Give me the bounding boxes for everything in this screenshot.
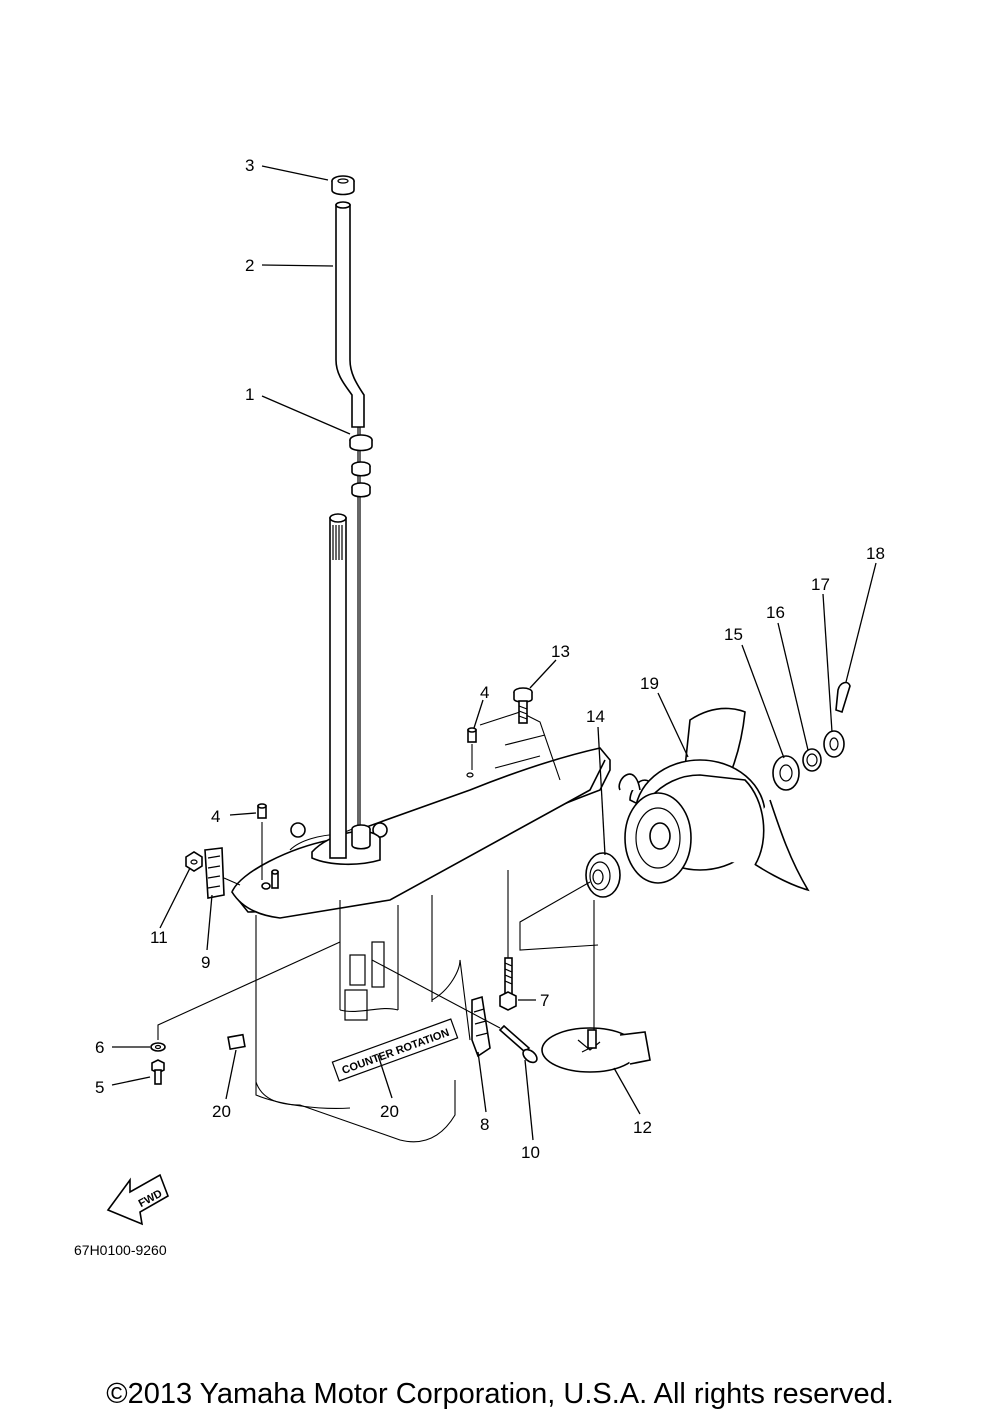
dowel-pin-upper bbox=[467, 727, 477, 743]
water-tube bbox=[335, 201, 365, 840]
diagram-code: 67H0100-9260 bbox=[74, 1242, 167, 1258]
callout-16: 16 bbox=[766, 603, 785, 622]
callout-labels: 1 2 3 4 4 5 6 7 8 9 10 11 12 13 14 15 16… bbox=[95, 156, 885, 1162]
seal-set-1 bbox=[349, 434, 373, 498]
callout-6: 6 bbox=[95, 1038, 104, 1057]
callout-13: 13 bbox=[551, 642, 570, 661]
bolt-13 bbox=[513, 687, 533, 724]
spacer-15 bbox=[772, 755, 800, 791]
leader-lines bbox=[111, 165, 877, 1141]
copyright-notice: ©2013 Yamaha Motor Corporation, U.S.A. A… bbox=[106, 1378, 894, 1410]
tube-seal-housing bbox=[351, 824, 371, 850]
callout-4-lower: 4 bbox=[211, 807, 220, 826]
callout-5: 5 bbox=[95, 1078, 104, 1097]
callout-4-upper: 4 bbox=[480, 683, 489, 702]
washer-6 bbox=[150, 1042, 166, 1052]
callout-8: 8 bbox=[480, 1115, 489, 1134]
dowel-pin-lower bbox=[257, 803, 267, 819]
bolt-5 bbox=[151, 1059, 165, 1085]
nut-17 bbox=[823, 730, 845, 758]
callout-17: 17 bbox=[811, 575, 830, 594]
callout-20-left: 20 bbox=[212, 1102, 231, 1121]
callout-15: 15 bbox=[724, 625, 743, 644]
callout-11: 11 bbox=[150, 928, 168, 947]
cotter-pin-18 bbox=[835, 681, 851, 714]
callout-14: 14 bbox=[586, 707, 605, 726]
callout-1: 1 bbox=[245, 385, 254, 404]
callout-9: 9 bbox=[201, 953, 210, 972]
fwd-arrow-icon: FWD bbox=[106, 1173, 169, 1226]
callout-3: 3 bbox=[245, 156, 254, 175]
callout-7: 7 bbox=[540, 991, 549, 1010]
trim-tab-12 bbox=[541, 1027, 651, 1073]
callout-18: 18 bbox=[866, 544, 885, 563]
grommet-3 bbox=[331, 175, 355, 196]
bolt-7 bbox=[499, 957, 517, 1011]
drive-shaft bbox=[329, 513, 347, 859]
nut-11 bbox=[185, 851, 203, 872]
bolt-10 bbox=[498, 1024, 538, 1064]
thrust-washer-14 bbox=[585, 852, 621, 898]
stud-small bbox=[261, 869, 279, 890]
callout-2: 2 bbox=[245, 256, 254, 275]
anode-9 bbox=[204, 847, 241, 899]
callout-10: 10 bbox=[521, 1143, 540, 1162]
lower-unit-housing: COUNTER ROTATION bbox=[227, 711, 611, 1143]
anode-8 bbox=[471, 995, 491, 1058]
washer-16 bbox=[802, 748, 822, 772]
callout-19: 19 bbox=[640, 674, 659, 693]
propeller-19 bbox=[618, 707, 810, 892]
callout-12: 12 bbox=[633, 1118, 652, 1137]
callout-20-decal: 20 bbox=[380, 1102, 399, 1121]
counter-rotation-decal: COUNTER ROTATION bbox=[340, 1027, 451, 1077]
